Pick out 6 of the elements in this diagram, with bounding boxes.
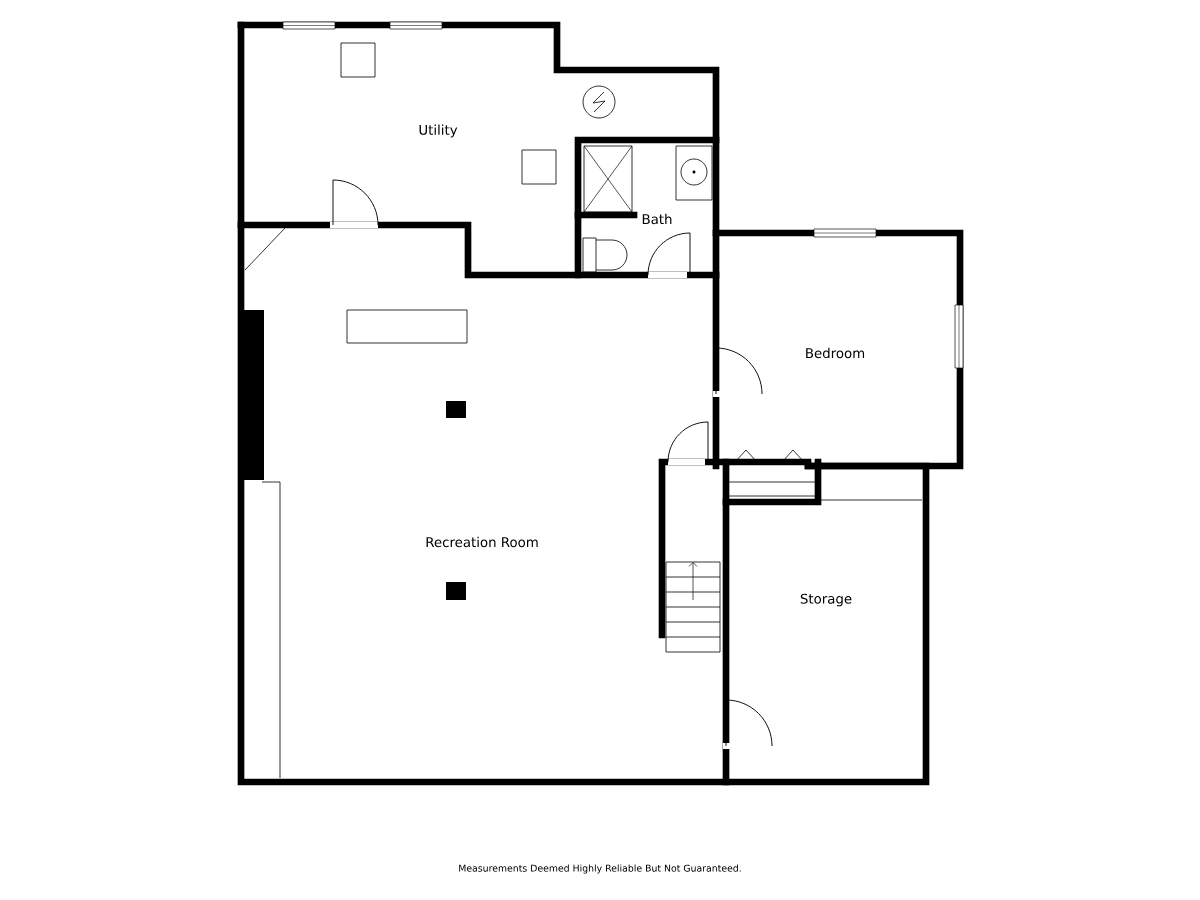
- disclaimer-note: Measurements Deemed Highly Reliable But Not Guaranteed.: [459, 864, 741, 874]
- room-label: Bedroom: [806, 347, 865, 359]
- room-label: Storage: [800, 593, 852, 607]
- room-label: Bath: [642, 213, 672, 225]
- room-label: Utility: [419, 124, 458, 138]
- room-label: Recreation Room: [426, 536, 538, 548]
